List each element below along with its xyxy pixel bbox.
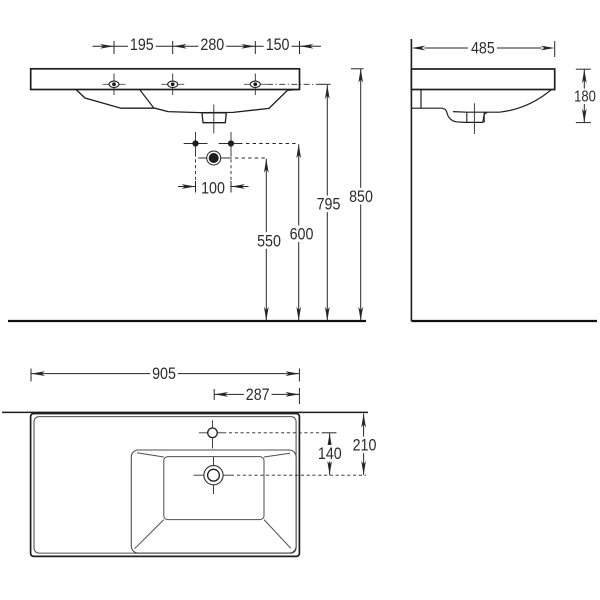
svg-text:180: 180: [574, 88, 596, 105]
svg-text:795: 795: [317, 196, 341, 214]
svg-text:850: 850: [349, 188, 373, 206]
svg-text:905: 905: [152, 365, 176, 383]
svg-text:600: 600: [290, 225, 314, 243]
svg-text:140: 140: [318, 445, 342, 463]
svg-text:280: 280: [200, 36, 224, 54]
svg-text:210: 210: [353, 437, 377, 455]
svg-text:485: 485: [471, 40, 495, 58]
svg-text:287: 287: [246, 386, 270, 404]
svg-text:195: 195: [130, 36, 154, 54]
svg-text:550: 550: [257, 232, 281, 250]
svg-text:150: 150: [266, 36, 290, 54]
svg-text:100: 100: [201, 179, 225, 197]
